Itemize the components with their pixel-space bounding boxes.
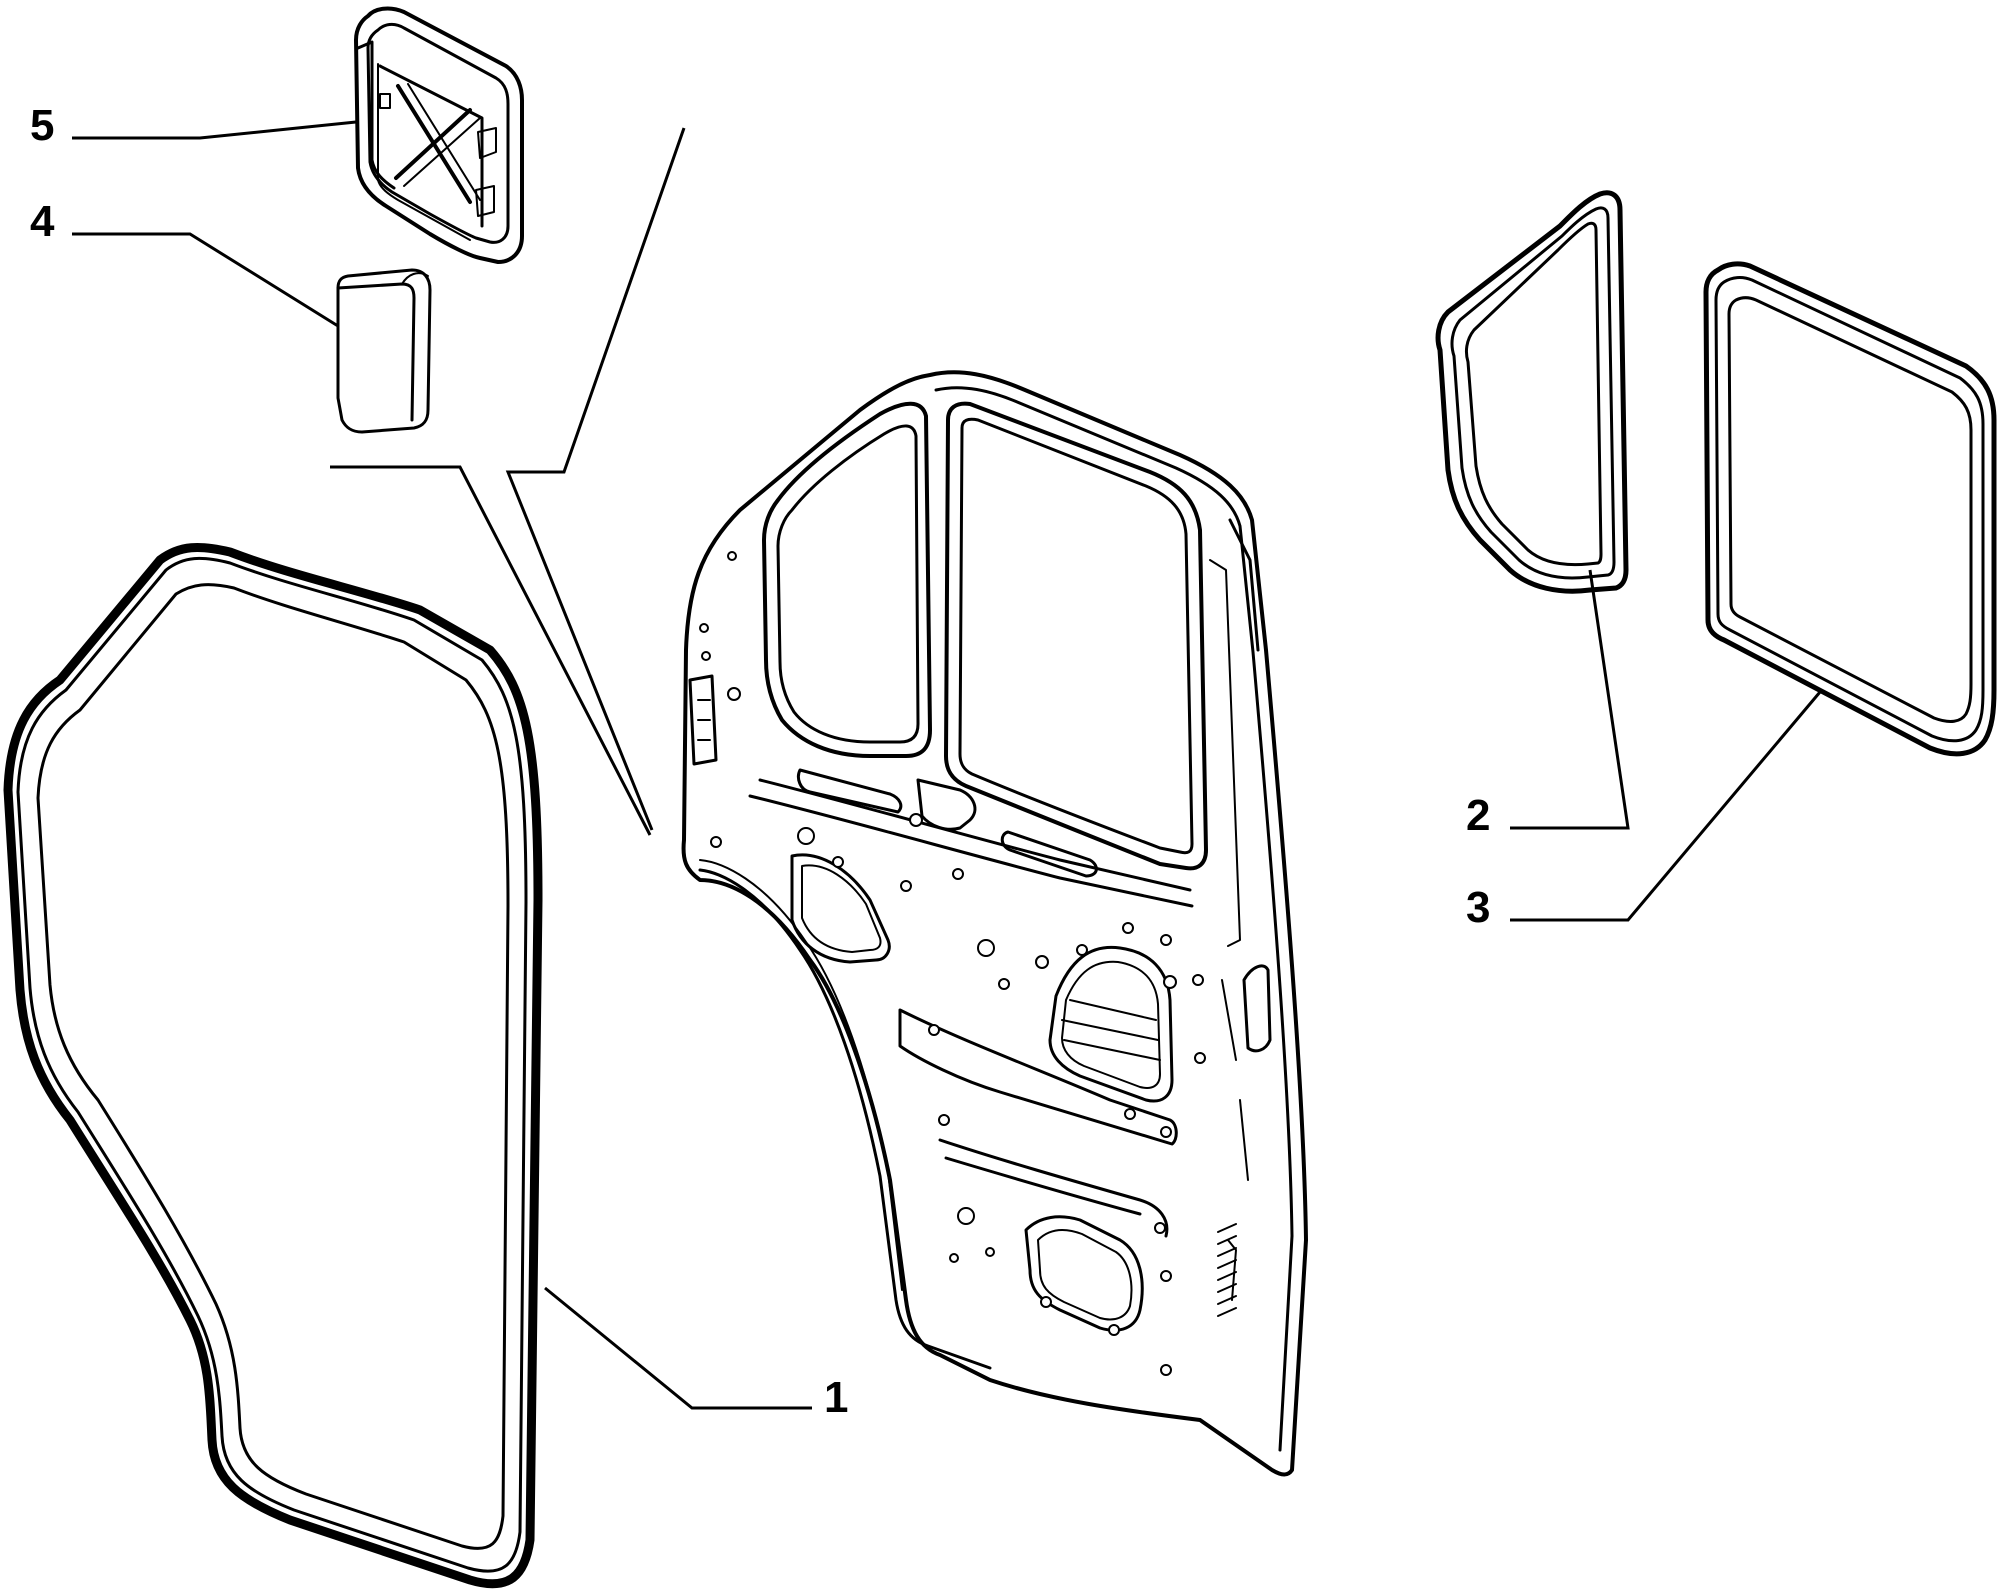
callout-label-4: 4 xyxy=(30,197,55,246)
bracket-line-left xyxy=(330,465,652,836)
plug-cap xyxy=(336,268,432,434)
vent-grille xyxy=(354,6,524,264)
leader-lines xyxy=(72,120,1822,1410)
leader-line-5 xyxy=(72,120,357,140)
callout-labels: 5 4 1 2 3 xyxy=(30,101,1490,1422)
callout-label-1: 1 xyxy=(824,1373,848,1422)
callout-label-5: 5 xyxy=(30,101,54,150)
rear-window-seal xyxy=(1703,261,1997,757)
leader-line-4 xyxy=(72,232,339,328)
door-inner-panel xyxy=(681,370,1308,1477)
callout-label-2: 2 xyxy=(1466,791,1490,840)
callout-label-3: 3 xyxy=(1466,883,1490,932)
leader-line-2 xyxy=(1510,569,1630,830)
door-opening-seal xyxy=(3,543,543,1589)
leader-line-3 xyxy=(1510,691,1822,922)
bracket-line-right xyxy=(505,127,686,831)
leader-line-1 xyxy=(544,1286,812,1410)
front-window-seal xyxy=(1435,190,1629,594)
